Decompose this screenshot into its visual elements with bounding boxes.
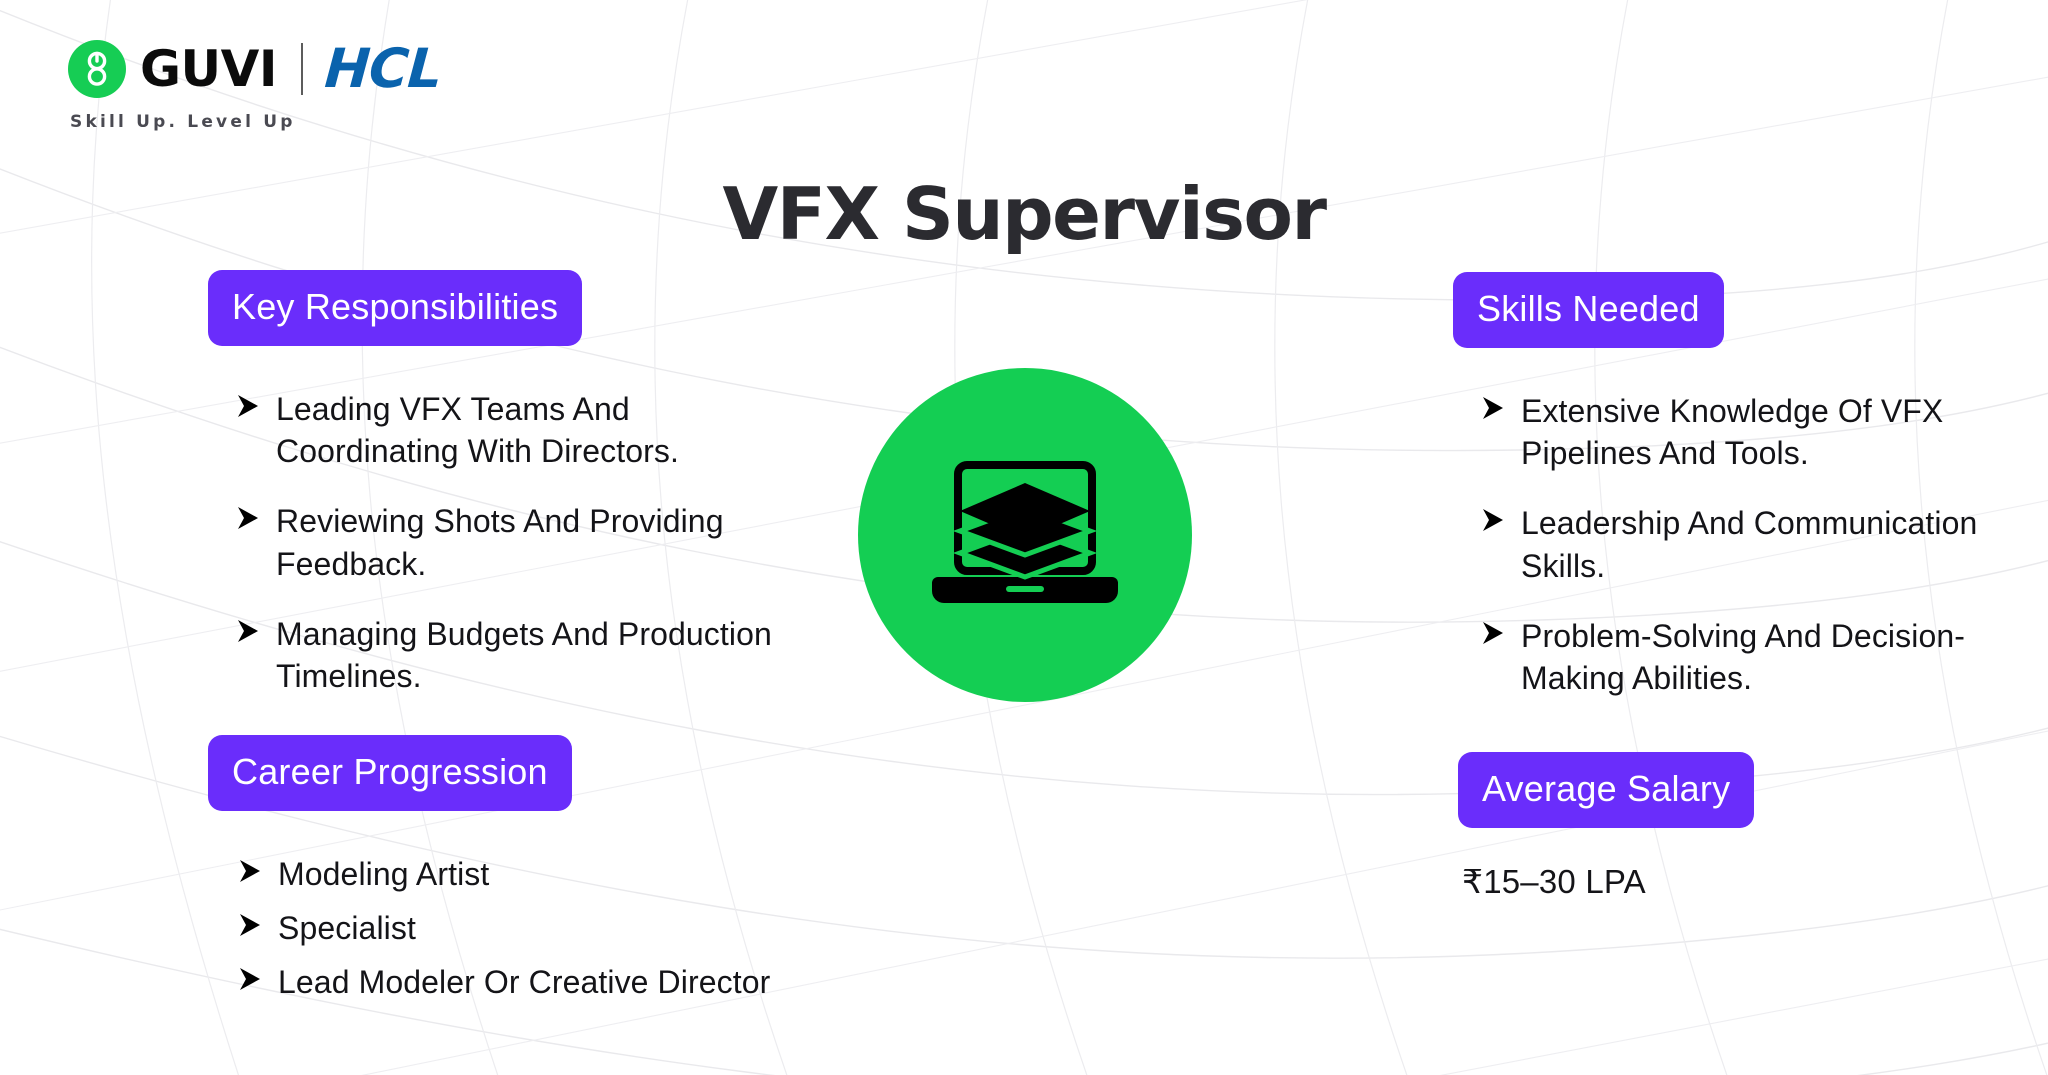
list-item: Problem-Solving And Decision-Making Abil… [1481, 615, 2013, 699]
list-item: Modeling Artist [238, 853, 848, 895]
badge-average-salary: Average Salary [1458, 752, 1755, 828]
section-average-salary: Average Salary ₹15–30 LPA [1458, 752, 1978, 902]
list-item-label: Leadership And Communication Skills. [1521, 505, 1978, 584]
list-item: Leading VFX Teams And Coordinating With … [236, 388, 808, 472]
hcl-wordmark: HCL [322, 37, 444, 100]
arrow-bullet-icon [1481, 621, 1507, 648]
list-item-label: Lead Modeler Or Creative Director [278, 964, 771, 1001]
brand-logo-block: GUVI HCL Skill Up. Level Up [68, 37, 444, 132]
section-key-responsibilities: Key Responsibilities Leading VFX Teams A… [208, 270, 808, 697]
brand-tagline: Skill Up. Level Up [70, 112, 296, 132]
laptop-with-layers-icon [858, 368, 1192, 702]
list-item: Specialist [238, 907, 848, 949]
list-item-label: Managing Budgets And Production Timeline… [276, 615, 772, 695]
list-item-label: Reviewing Shots And Providing Feedback. [276, 503, 724, 582]
list-item: Managing Budgets And Production Timeline… [236, 613, 808, 697]
arrow-bullet-icon [236, 619, 262, 646]
list-item: Reviewing Shots And Providing Feedback. [236, 500, 808, 584]
list-key-responsibilities: Leading VFX Teams And Coordinating With … [236, 388, 808, 697]
page-title: VFX Supervisor [722, 172, 1327, 257]
guvi-g-logo-icon [68, 40, 126, 98]
arrow-bullet-icon [238, 914, 264, 940]
list-skills-needed: Extensive Knowledge Of VFX Pipelines And… [1481, 390, 2013, 699]
section-career-progression: Career Progression Modeling Artist Speci… [208, 735, 848, 1016]
arrow-bullet-icon [238, 968, 264, 994]
average-salary-value: ₹15–30 LPA [1462, 863, 1646, 900]
list-item-label: Extensive Knowledge Of VFX Pipelines And… [1521, 393, 1944, 472]
badge-key-responsibilities: Key Responsibilities [208, 270, 583, 346]
section-skills-needed: Skills Needed Extensive Knowledge Of VFX… [1453, 272, 2013, 699]
arrow-bullet-icon [236, 507, 262, 533]
list-career-progression: Modeling Artist Specialist Lead Modeler … [238, 853, 848, 1004]
list-item-label: Specialist [278, 910, 416, 947]
arrow-bullet-icon [236, 395, 262, 421]
badge-career-progression: Career Progression [208, 735, 572, 811]
list-item-label: Problem-Solving And Decision-Making Abil… [1521, 617, 1965, 697]
list-item: Leadership And Communication Skills. [1481, 502, 2013, 586]
list-item: Lead Modeler Or Creative Director [238, 961, 848, 1003]
list-item-label: Leading VFX Teams And Coordinating With … [276, 391, 679, 470]
vertical-divider-icon [300, 43, 303, 95]
guvi-wordmark: GUVI [140, 40, 277, 98]
arrow-bullet-icon [238, 860, 264, 886]
arrow-bullet-icon [1481, 509, 1507, 535]
list-item-label: Modeling Artist [278, 856, 490, 892]
list-item: Extensive Knowledge Of VFX Pipelines And… [1481, 390, 2013, 474]
arrow-bullet-icon [1481, 397, 1507, 423]
badge-skills-needed: Skills Needed [1453, 272, 1724, 348]
logo-row: GUVI HCL [68, 37, 444, 100]
